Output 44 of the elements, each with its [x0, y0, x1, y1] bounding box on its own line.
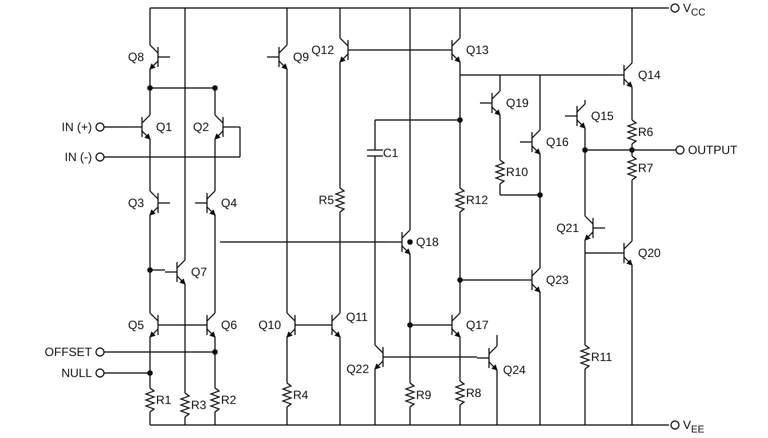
resistor-label: R5 — [318, 193, 334, 207]
transistor-label: Q13 — [466, 43, 489, 57]
resistor-label: R4 — [293, 388, 308, 402]
transistor-label: Q4 — [221, 196, 238, 210]
transistor-label: Q9 — [293, 50, 310, 64]
transistor-label: Q7 — [191, 265, 208, 279]
resistor-label: R9 — [416, 388, 432, 402]
transistor-label: Q8 — [128, 50, 144, 64]
pin-label: NULL — [61, 366, 92, 380]
transistor-label: Q19 — [506, 96, 529, 110]
transistor-label: Q18 — [416, 235, 439, 249]
transistor-label: Q24 — [503, 363, 526, 377]
capacitor-label: C1 — [383, 146, 398, 160]
transistor-label: Q17 — [466, 318, 489, 332]
resistor-label: R6 — [638, 125, 654, 139]
transistor-label: Q20 — [638, 246, 661, 260]
transistor-label: Q15 — [591, 109, 614, 123]
transistor-label: Q10 — [258, 318, 281, 332]
transistor-label: Q22 — [346, 362, 369, 376]
resistor-label: R1 — [156, 393, 172, 407]
transistor-label: Q12 — [311, 43, 334, 57]
resistor-label: R3 — [191, 398, 206, 412]
pin-label: OFFSET — [44, 345, 92, 359]
input-label: IN (-) — [64, 150, 92, 164]
input-label: IN (+) — [62, 120, 92, 134]
supply-label: V$_{EE}$ — [683, 418, 704, 438]
transistor-label: Q16 — [546, 135, 569, 149]
supply-label: V$_{CC}$ — [683, 1, 706, 20]
transistor-label: Q23 — [546, 273, 569, 287]
resistor-label: R7 — [638, 161, 654, 175]
transistor-label: Q5 — [128, 318, 144, 332]
transistor-label: Q2 — [192, 120, 209, 134]
resistor-label: R12 — [466, 193, 488, 207]
transistor-label: Q14 — [638, 68, 661, 82]
transistor-label: Q3 — [128, 196, 144, 210]
transistor-label: Q11 — [346, 310, 368, 324]
transistor-label: Q6 — [221, 318, 238, 332]
resistor-label: R11 — [591, 350, 612, 364]
output-label: OUTPUT — [688, 143, 738, 157]
transistor-label: Q21 — [556, 221, 579, 235]
resistor-label: R8 — [466, 386, 482, 400]
resistor-label: R2 — [221, 393, 236, 407]
resistor-label: R10 — [506, 165, 528, 179]
transistor-label: Q1 — [156, 120, 172, 134]
